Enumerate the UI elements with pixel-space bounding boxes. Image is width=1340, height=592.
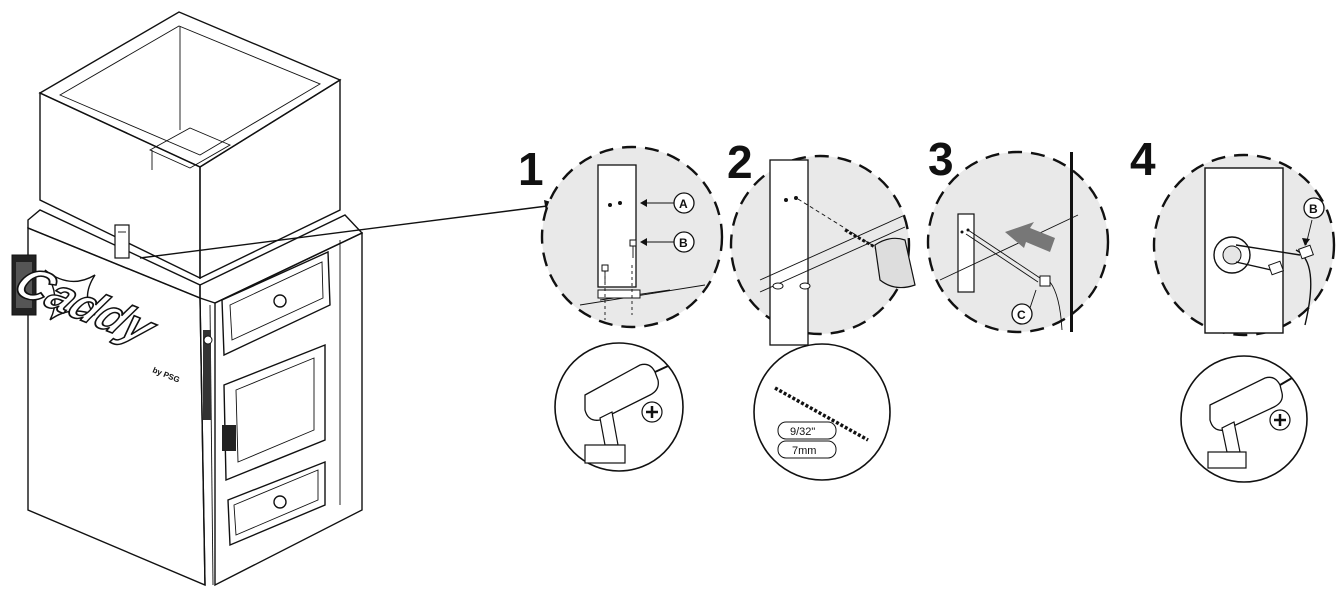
callout-a-label: A [679, 197, 688, 211]
screw-icon [1268, 260, 1284, 276]
screw-icon [1298, 244, 1314, 260]
callout-b-label: B [679, 236, 688, 250]
step-number-4: 4 [1130, 133, 1156, 185]
bit-size-imperial-badge [777, 421, 837, 440]
furnace-brand-text: Caddy [5, 257, 168, 353]
step-4-detail: B [1152, 153, 1336, 337]
drill-icon [584, 363, 669, 464]
bit-size-metric-badge [777, 440, 837, 459]
furnace-brand-sub: by PSG [151, 366, 181, 385]
arrow-icon [1005, 222, 1055, 252]
callout-c [1011, 303, 1033, 325]
furnace-cabinet: Caddy by PSG [4, 209, 364, 587]
step-number-3: 3 [928, 133, 954, 185]
phillips-screwdriver-icon [1269, 409, 1291, 431]
sensor [1039, 275, 1051, 287]
screw-icon [601, 264, 609, 283]
callout-b [1303, 197, 1325, 219]
drill-icon [874, 237, 916, 289]
drill-bit-icon [774, 386, 869, 442]
step-number-1: 1 [518, 143, 544, 195]
tool-drill-step-1 [554, 342, 684, 472]
step-2-detail [729, 154, 916, 346]
hopper [38, 11, 342, 280]
bit-size-imperial: 9/32" [790, 426, 815, 438]
step-number-2: 2 [727, 136, 753, 188]
screw-icon [629, 239, 637, 258]
mounting-bracket [957, 213, 975, 293]
drill-icon [1207, 376, 1293, 469]
tool-drill-step-4 [1180, 355, 1308, 483]
callout-a [673, 192, 695, 214]
mounting-bracket [769, 159, 809, 346]
sensor-bracket [114, 224, 130, 259]
tool-drill-bit: 9/32" 7mm [753, 343, 891, 481]
callout-b [673, 231, 695, 253]
step-3-detail: C [926, 150, 1110, 334]
bit-size-metric: 7mm [792, 445, 816, 457]
step-1-detail: A B [540, 145, 724, 329]
callout-b-label: B [1309, 202, 1318, 216]
furnace-illustration: Caddy by PSG [4, 11, 558, 587]
phillips-screwdriver-icon [641, 401, 663, 423]
detail-pointer [139, 200, 558, 259]
callout-c-label: C [1017, 308, 1026, 322]
